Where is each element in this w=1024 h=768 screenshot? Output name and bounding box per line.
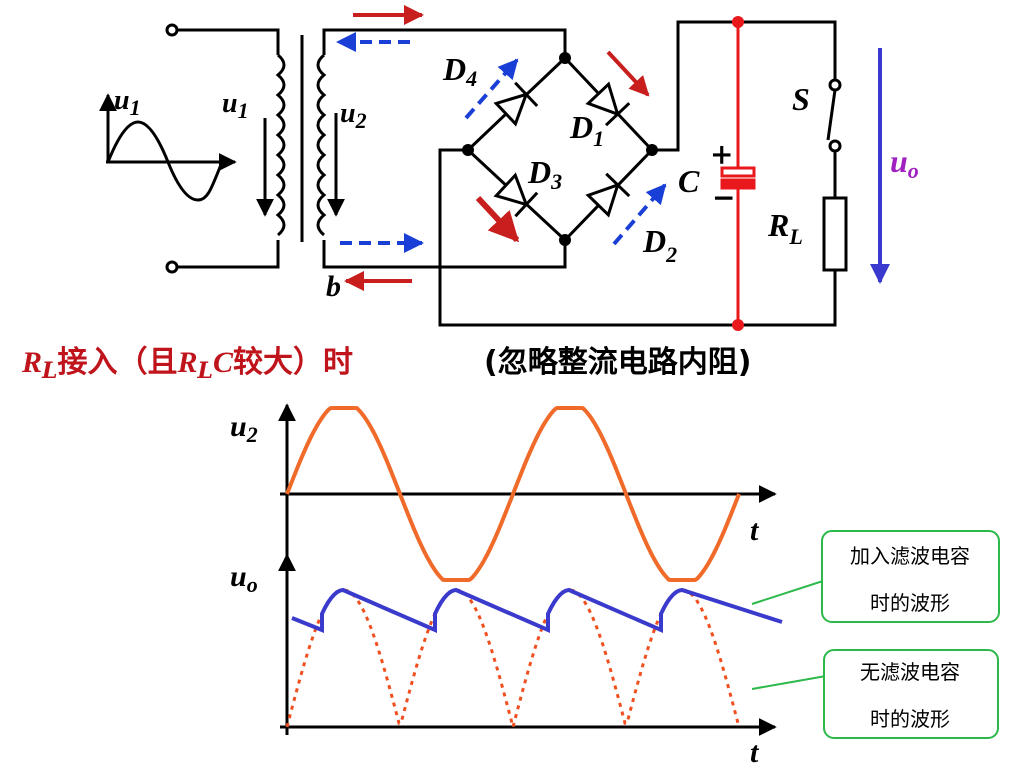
callout-filtered-line2: 时的波形 (870, 591, 950, 615)
label-u2-secondary: u2 (340, 98, 367, 133)
input-terminal-bottom (165, 260, 179, 274)
caption: RL接入（且RLC较大）时 (21, 345, 353, 384)
callout-filtered: 加入滤波电容 时的波形 (751, 530, 1000, 623)
bridge-node-bottom (559, 234, 571, 246)
output-wire-top (738, 20, 837, 80)
input-sine-sketch (99, 93, 237, 202)
label-d1: D1 (569, 109, 604, 151)
secondary-coil (316, 53, 327, 237)
diode-d4-symbol (493, 81, 539, 127)
switch-s (826, 78, 842, 198)
top-y-label: u2 (230, 410, 258, 447)
label-load: RL (767, 207, 803, 249)
primary-wire-top (177, 28, 280, 55)
label-d3: D3 (527, 154, 562, 194)
diode-d1-symbol (585, 81, 631, 127)
label-capacitor: C (678, 163, 700, 199)
cap-node-bottom (732, 319, 744, 331)
bottom-y-label: uo (230, 560, 258, 597)
series-u2 (285, 406, 741, 582)
secondary-wire-bottom (322, 240, 567, 269)
callout-unfiltered: 无滤波电容 时的波形 (751, 649, 999, 739)
series-filtered (291, 587, 783, 634)
capacitor-symbol (720, 166, 756, 190)
label-output: uo (890, 143, 919, 183)
label-cap-plus: + (710, 138, 733, 171)
primary-wire-bottom (177, 240, 280, 269)
bridge-node-left (462, 144, 474, 156)
bridge-right-lead (652, 20, 738, 152)
secondary-wire-top (322, 28, 567, 58)
label-d4: D4 (442, 51, 477, 91)
waveform-chart: u2 t uo t (230, 403, 783, 768)
series-unfiltered (285, 588, 741, 733)
callout-unfiltered-line1: 无滤波电容 (860, 660, 960, 684)
label-u1-primary: u1 (222, 88, 249, 123)
cap-node-top (732, 16, 744, 28)
bridge-left-lead (438, 148, 738, 327)
label-node-b: b (326, 270, 341, 303)
load-resistor (822, 196, 848, 272)
label-u1-source: u1 (114, 85, 141, 120)
bridge-node-right (646, 144, 658, 156)
callout-filtered-line1: 加入滤波电容 (850, 544, 970, 568)
primary-coil (275, 53, 286, 237)
input-terminal-top (165, 23, 179, 37)
diode-d2-symbol (585, 172, 631, 218)
label-d2: D2 (642, 223, 677, 267)
callout-unfiltered-line2: 时的波形 (870, 707, 950, 731)
current-arrows (336, 5, 667, 291)
label-cap-minus: − (712, 181, 735, 214)
caption-note: (忽略整流电路内阻) (484, 345, 751, 380)
output-wire-bottom (738, 270, 837, 327)
bottom-x-label: t (750, 736, 760, 768)
label-switch: S (792, 81, 810, 117)
bridge-node-top (559, 52, 571, 64)
top-x-label: t (750, 514, 760, 547)
